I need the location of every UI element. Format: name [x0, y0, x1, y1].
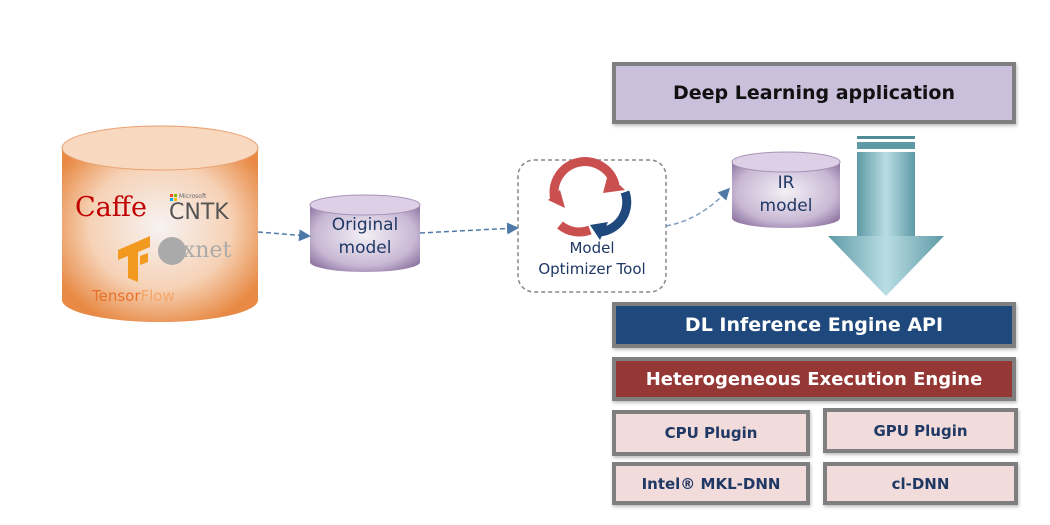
dl-inference-engine-api-box: DL Inference Engine API	[612, 302, 1016, 348]
tensorflow-logo-icon	[118, 236, 150, 282]
ir-model-label: IR model	[732, 172, 840, 218]
original-model-label: Original model	[310, 214, 420, 260]
original-model-line1: Original	[331, 215, 399, 235]
deep-learning-application-box: Deep Learning application	[612, 62, 1016, 124]
arrow-frameworks-to-original	[257, 229, 311, 242]
ir-line1: IR	[777, 173, 795, 193]
original-model-line2: model	[338, 238, 392, 258]
down-arrow-icon	[828, 136, 944, 296]
cntk-logo: CNTK	[169, 200, 229, 225]
original-model-cylinder	[309, 194, 421, 272]
optimizer-line1: Model	[569, 239, 615, 257]
cntk-vendor: Microsoft	[179, 193, 207, 200]
microsoft-logo-icon	[170, 194, 177, 201]
api-label: DL Inference Engine API	[684, 314, 944, 336]
cl-dnn-label: cl-DNN	[891, 474, 950, 493]
ir-model-cylinder	[731, 151, 841, 228]
gpu-plugin-label: GPU Plugin	[873, 421, 968, 440]
caffe-logo: Caffe	[75, 192, 147, 223]
arrow-optimizer-to-ir	[665, 187, 731, 227]
app-label: Deep Learning application	[672, 82, 956, 104]
optimizer-line2: Optimizer Tool	[538, 260, 646, 278]
frameworks-cylinder	[61, 125, 259, 322]
tensorflow-logo: TensorFlow	[92, 287, 175, 305]
intel-mkl-dnn-box: Intel® MKL-DNN	[612, 462, 810, 505]
ir-line2: model	[759, 196, 813, 216]
tensorflow-text-a: Tensor	[92, 287, 141, 305]
cpu-plugin-box: CPU Plugin	[612, 410, 810, 456]
cycle-arrows-icon	[548, 157, 632, 240]
gpu-plugin-box: GPU Plugin	[823, 408, 1018, 453]
cl-dnn-box: cl-DNN	[823, 462, 1018, 505]
cpu-plugin-label: CPU Plugin	[664, 424, 758, 442]
arrow-original-to-optimizer	[419, 222, 519, 235]
heterogeneous-execution-engine-box: Heterogeneous Execution Engine	[612, 357, 1016, 401]
tensorflow-text-b: Flow	[140, 287, 175, 305]
mxnet-text: mxnet	[162, 238, 232, 263]
mxnet-logo: mxnet	[162, 238, 231, 263]
mkl-dnn-label: Intel® MKL-DNN	[641, 474, 781, 493]
hetero-label: Heterogeneous Execution Engine	[645, 368, 983, 390]
mxnet-logo-icon	[158, 237, 186, 265]
